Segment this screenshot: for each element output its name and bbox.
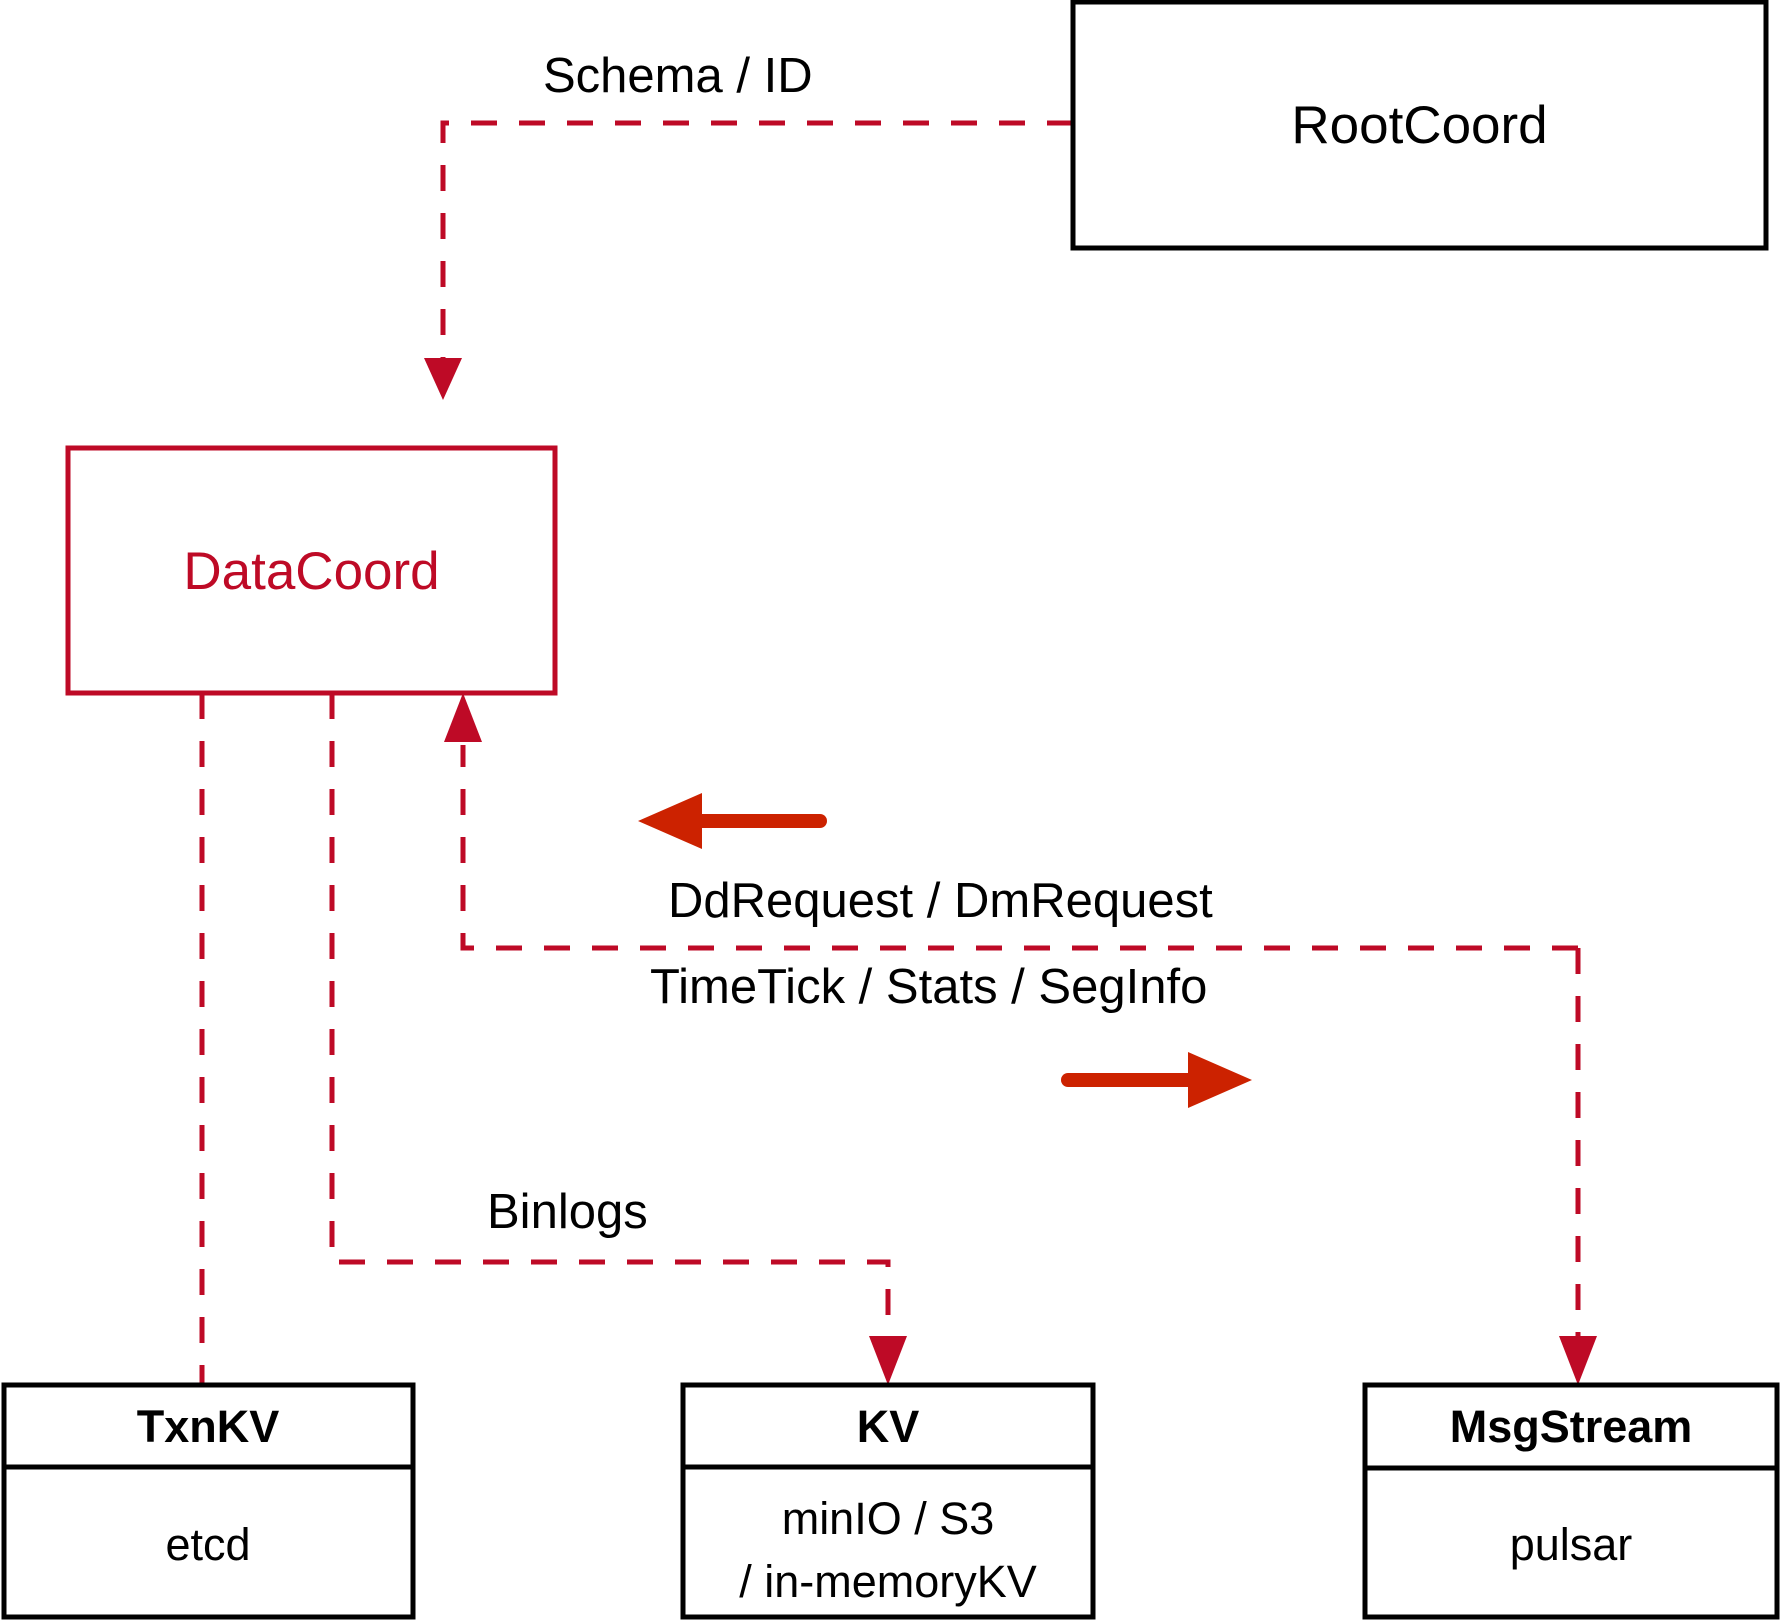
edge-rootcoord-to-datacoord (424, 120, 1073, 400)
node-txnkv-subtitle: etcd (165, 1519, 250, 1570)
edge-label-binlogs: Binlogs (487, 1185, 648, 1239)
node-rootcoord[interactable]: RootCoord (1070, 0, 1769, 251)
edge-msgstream-to-datacoord (444, 693, 1578, 951)
outbound-arrowhead-right-icon (1188, 1052, 1252, 1108)
edge-path-schema-id (440, 120, 1073, 372)
edge-label-timetick-stats-seginfo: TimeTick / Stats / SegInfo (650, 960, 1207, 1014)
edge-datacoord-to-msgstream (1559, 948, 1597, 1385)
node-msgstream-subtitle: pulsar (1510, 1519, 1633, 1570)
node-rootcoord-title: RootCoord (1291, 96, 1547, 155)
node-datacoord[interactable]: DataCoord (65, 445, 558, 696)
node-txnkv[interactable]: TxnKV etcd (1, 1382, 416, 1620)
arrowhead-down-msgstream (1559, 1336, 1597, 1385)
node-msgstream-box[interactable] (1362, 1382, 1780, 1620)
edge-label-schema-id: Schema / ID (543, 49, 813, 103)
arrowhead-down-kv (869, 1336, 907, 1385)
inbound-direction-arrow (638, 793, 827, 849)
edge-datacoord-to-kv (329, 693, 907, 1385)
node-kv[interactable]: KV minIO / S3 / in-memoryKV (680, 1382, 1096, 1620)
node-txnkv-title: TxnKV (137, 1401, 280, 1452)
edge-path-binlogs (329, 693, 891, 1338)
node-datacoord-box[interactable] (65, 445, 558, 696)
node-kv-subtitle-line1: minIO / S3 (782, 1493, 995, 1544)
outbound-direction-arrow (1061, 1052, 1252, 1108)
node-kv-subtitle-line2: / in-memoryKV (739, 1556, 1037, 1607)
edge-label-ddrequest-dmrequest: DdRequest / DmRequest (668, 874, 1213, 928)
node-msgstream[interactable]: MsgStream pulsar (1362, 1382, 1780, 1620)
node-txnkv-box[interactable] (1, 1382, 416, 1620)
edge-path-ddrequest (460, 745, 1578, 951)
node-datacoord-title: DataCoord (183, 542, 439, 601)
node-rootcoord-box[interactable] (1070, 0, 1769, 251)
node-kv-box[interactable] (680, 1382, 1096, 1620)
node-kv-title: KV (857, 1401, 920, 1452)
arrowhead-up-datacoord (444, 693, 482, 742)
node-msgstream-title: MsgStream (1450, 1401, 1693, 1452)
arrowhead-down-datacoord (424, 358, 462, 400)
inbound-arrowhead-left-icon (638, 793, 702, 849)
